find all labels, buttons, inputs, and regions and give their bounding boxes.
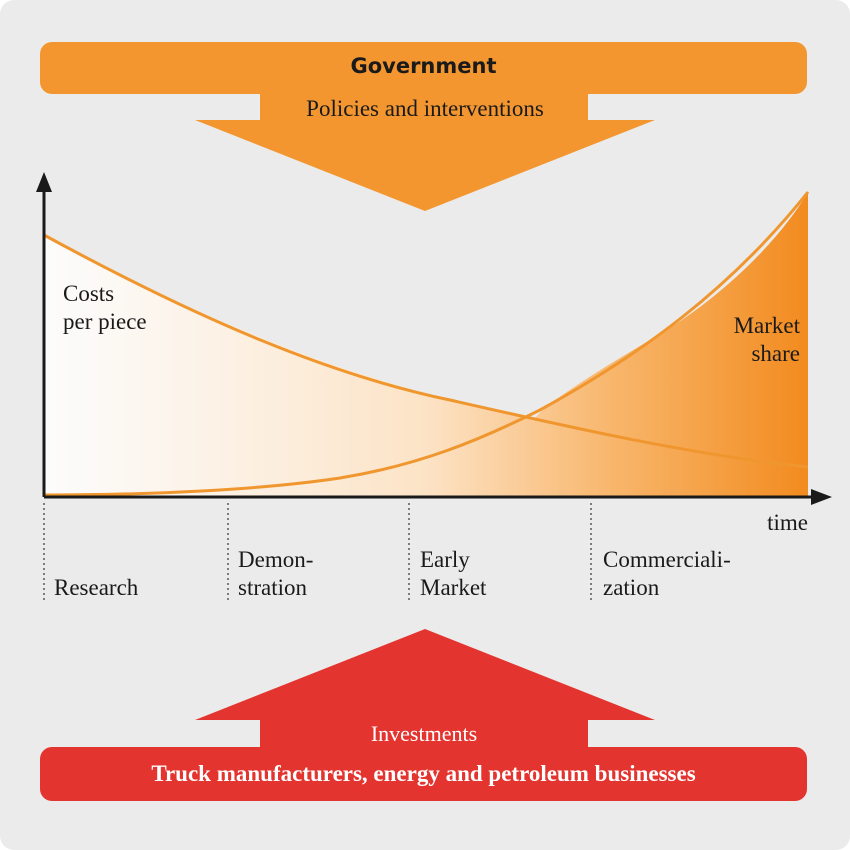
phase-early-market-line1: Early <box>420 547 470 572</box>
chart-shaded-area <box>44 192 808 497</box>
investments-bar <box>40 747 807 801</box>
government-arrow <box>195 94 655 211</box>
phase-commercialization: Commerciali- zation <box>603 546 731 602</box>
phase-demonstration: Demon- stration <box>238 546 313 602</box>
costs-label-line2: per piece <box>63 309 147 334</box>
investments-arrow <box>195 629 655 748</box>
x-axis-arrowhead <box>811 489 832 505</box>
government-title: Government <box>350 54 497 78</box>
phase-research-line2: Research <box>54 575 139 600</box>
investments-title: Truck manufacturers, energy and petroleu… <box>151 761 696 786</box>
phase-early-market-line2: Market <box>420 575 487 600</box>
policies-label: Policies and interventions <box>306 96 544 121</box>
costs-curve <box>43 233 809 469</box>
phase-research-line1 <box>54 546 138 574</box>
x-axis-label: time <box>767 510 808 535</box>
phase-demonstration-line2: stration <box>238 575 307 600</box>
phase-commercialization-line2: zation <box>603 575 660 600</box>
phase-demonstration-line1: Demon- <box>238 547 314 572</box>
phase-research: Research <box>54 546 138 602</box>
market-share-label-line2: share <box>751 341 800 366</box>
market-share-label-line1: Market <box>733 313 800 338</box>
government-bar <box>40 42 807 94</box>
phase-commercialization-line1: Commerciali- <box>603 547 731 572</box>
market-share-label: Market share <box>680 312 800 368</box>
investments-label: Investments <box>370 721 478 746</box>
costs-label-line1: Costs <box>63 281 115 306</box>
y-axis-arrowhead <box>36 172 52 192</box>
phase-early-market: Early Market <box>420 546 486 602</box>
costs-label: Costs per piece <box>63 280 147 336</box>
market-share-curve <box>43 191 810 497</box>
